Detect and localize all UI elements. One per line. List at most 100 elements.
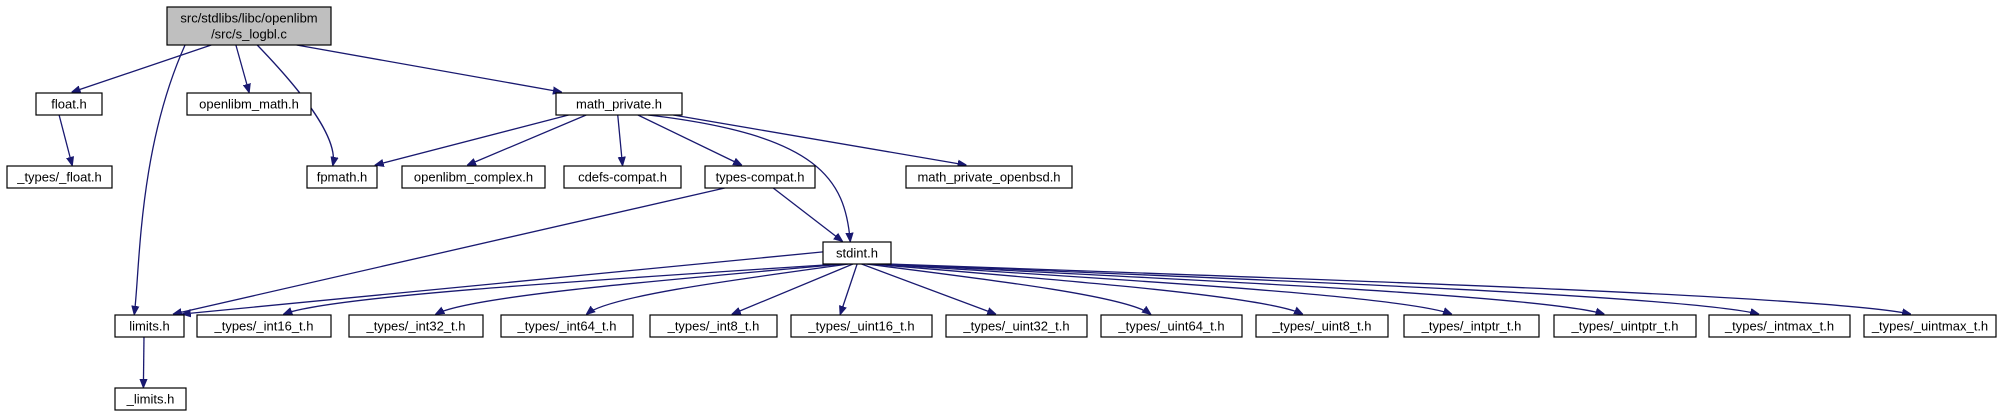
node-box[interactable]	[166, 6, 332, 46]
edge-types-compat-h-to-stdint-h	[772, 187, 842, 241]
edge-root-to-float-h	[72, 44, 212, 92]
node-cdefs-compat-h[interactable]: cdefs-compat.h	[563, 165, 682, 189]
node-types-compat-h[interactable]: types-compat.h	[704, 165, 816, 189]
edge-float-h-to-types-float-h	[58, 114, 72, 165]
node-label: cdefs-compat.h	[578, 170, 667, 185]
node-label: limits.h	[129, 319, 169, 334]
edge-stdint-h-to-uint32-h	[861, 263, 996, 314]
node-label: _types/_uint8_t.h	[1271, 319, 1371, 334]
node-label: _types/_intmax_t.h	[1724, 319, 1834, 334]
node-box[interactable]	[114, 387, 187, 411]
node-label: _types/_int8_t.h	[667, 319, 760, 334]
node-box[interactable]	[114, 314, 185, 338]
node-label: types-compat.h	[716, 170, 805, 185]
edge-root-to-openlibm-math-h	[235, 44, 249, 92]
node-fpmath-h[interactable]: fpmath.h	[306, 165, 378, 189]
node-box[interactable]	[401, 165, 546, 189]
node-label: _limits.h	[126, 392, 175, 407]
node-label: _types/_uint16_t.h	[807, 319, 914, 334]
node-uint32-h[interactable]: _types/_uint32_t.h	[945, 314, 1088, 338]
edge-limits-h-to--limits-h	[143, 336, 144, 387]
node-box[interactable]	[1255, 314, 1389, 338]
node-stdint-h[interactable]: stdint.h	[822, 241, 892, 265]
edge-math-private-h-to-math-private-openbsd-h	[673, 114, 966, 165]
node-label: _types/_int64_t.h	[516, 319, 616, 334]
edge-math-private-h-to-types-compat-h	[637, 114, 741, 165]
node-box[interactable]	[1708, 314, 1851, 338]
edge-stdint-h-to-int16-h	[284, 263, 841, 314]
node-box[interactable]	[1403, 314, 1540, 338]
node-openlibm-math-h[interactable]: openlibm_math.h	[186, 92, 312, 116]
edge-stdint-h-to-int64-h	[587, 263, 849, 314]
edge-root-to-limits-h	[134, 44, 186, 314]
node-box[interactable]	[6, 165, 113, 189]
node--limits-h[interactable]: _limits.h	[114, 387, 187, 411]
node-label: _types/_int32_t.h	[365, 319, 465, 334]
node-box[interactable]	[555, 92, 683, 116]
edge-stdint-h-to-intmax-h	[883, 263, 1758, 314]
edge-math-private-h-to-stdint-h	[647, 114, 850, 241]
node-box[interactable]	[500, 314, 634, 338]
node-box[interactable]	[35, 92, 103, 116]
node-types-float-h[interactable]: _types/_float.h	[6, 165, 113, 189]
node-intptr-h[interactable]: _types/_intptr_t.h	[1403, 314, 1540, 338]
node-uint16-h[interactable]: _types/_uint16_t.h	[790, 314, 933, 338]
node-label: math_private.h	[576, 97, 662, 112]
node-box[interactable]	[905, 165, 1073, 189]
node-uint8-h[interactable]: _types/_uint8_t.h	[1255, 314, 1389, 338]
node-uintmax-h[interactable]: _types/_uintmax_t.h	[1863, 314, 1997, 338]
node-label: _types/_intptr_t.h	[1421, 319, 1522, 334]
node-box[interactable]	[822, 241, 892, 265]
edge-math-private-h-to-cdefs-compat-h	[617, 114, 623, 165]
edge-math-private-h-to-openlibm-complex-h	[468, 114, 587, 165]
node-root[interactable]: src/stdlibs/libc/openlibm/src/s_logbl.c	[166, 6, 332, 46]
node-openlibm-complex-h[interactable]: openlibm_complex.h	[401, 165, 546, 189]
node-box[interactable]	[306, 165, 378, 189]
edge-root-to-math-private-h	[296, 44, 561, 92]
edge-stdint-h-to-int32-h	[436, 263, 845, 314]
node-int8-h[interactable]: _types/_int8_t.h	[649, 314, 778, 338]
node-label: fpmath.h	[317, 170, 368, 185]
node-label: openlibm_complex.h	[414, 170, 533, 185]
node-limits-h[interactable]: limits.h	[114, 314, 185, 338]
node-label: float.h	[51, 97, 86, 112]
node-math-private-openbsd-h[interactable]: math_private_openbsd.h	[905, 165, 1073, 189]
node-box[interactable]	[186, 92, 312, 116]
edges-layer	[58, 44, 1910, 387]
node-int16-h[interactable]: _types/_int16_t.h	[196, 314, 332, 338]
edge-root-to-fpmath-h	[256, 44, 333, 165]
node-box[interactable]	[1863, 314, 1997, 338]
edge-stdint-h-to-uint16-h	[840, 263, 858, 314]
node-box[interactable]	[945, 314, 1088, 338]
node-label: _types/_uint32_t.h	[962, 319, 1069, 334]
node-label: openlibm_math.h	[199, 97, 299, 112]
node-label: _types/_uintptr_t.h	[1571, 319, 1679, 334]
node-box[interactable]	[704, 165, 816, 189]
node-uint64-h[interactable]: _types/_uint64_t.h	[1100, 314, 1243, 338]
node-label: _types/_uint64_t.h	[1117, 319, 1224, 334]
node-float-h[interactable]: float.h	[35, 92, 103, 116]
edge-stdint-h-to-uintmax-h	[887, 263, 1910, 314]
node-box[interactable]	[1553, 314, 1697, 338]
nodes-layer: src/stdlibs/libc/openlibm/src/s_logbl.cf…	[6, 6, 1997, 411]
edge-stdint-h-to-limits-h	[183, 251, 824, 314]
edge-stdint-h-to-uint8-h	[870, 263, 1302, 314]
node-math-private-h[interactable]: math_private.h	[555, 92, 683, 116]
node-box[interactable]	[563, 165, 682, 189]
node-label: /src/s_logbl.c	[211, 27, 287, 42]
node-int32-h[interactable]: _types/_int32_t.h	[348, 314, 484, 338]
node-label: stdint.h	[836, 246, 878, 261]
node-label: _types/_float.h	[16, 170, 102, 185]
node-box[interactable]	[790, 314, 933, 338]
node-box[interactable]	[649, 314, 778, 338]
edge-stdint-h-to-int8-h	[733, 263, 854, 314]
node-box[interactable]	[1100, 314, 1243, 338]
node-box[interactable]	[348, 314, 484, 338]
node-box[interactable]	[196, 314, 332, 338]
edge-stdint-h-to-uint64-h	[865, 263, 1150, 314]
node-intmax-h[interactable]: _types/_intmax_t.h	[1708, 314, 1851, 338]
node-int64-h[interactable]: _types/_int64_t.h	[500, 314, 634, 338]
node-uintptr-h[interactable]: _types/_uintptr_t.h	[1553, 314, 1697, 338]
edge-stdint-h-to-uintptr-h	[878, 263, 1604, 314]
